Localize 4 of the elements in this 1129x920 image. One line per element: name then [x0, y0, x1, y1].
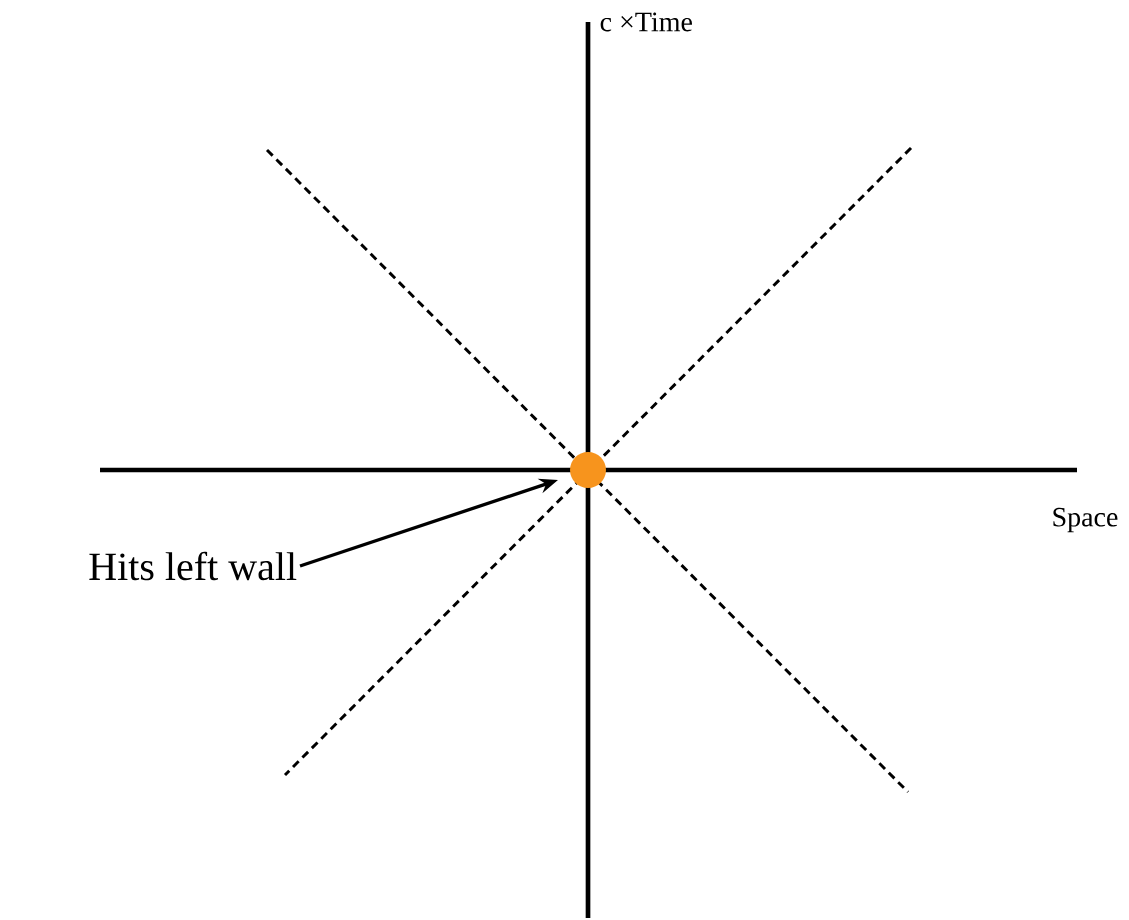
axis-label: Space	[1053, 507, 1118, 533]
event-dot	[570, 452, 606, 488]
callout-text: Hits left wall	[89, 551, 297, 581]
axis-label: c ×Time	[600, 12, 692, 32]
